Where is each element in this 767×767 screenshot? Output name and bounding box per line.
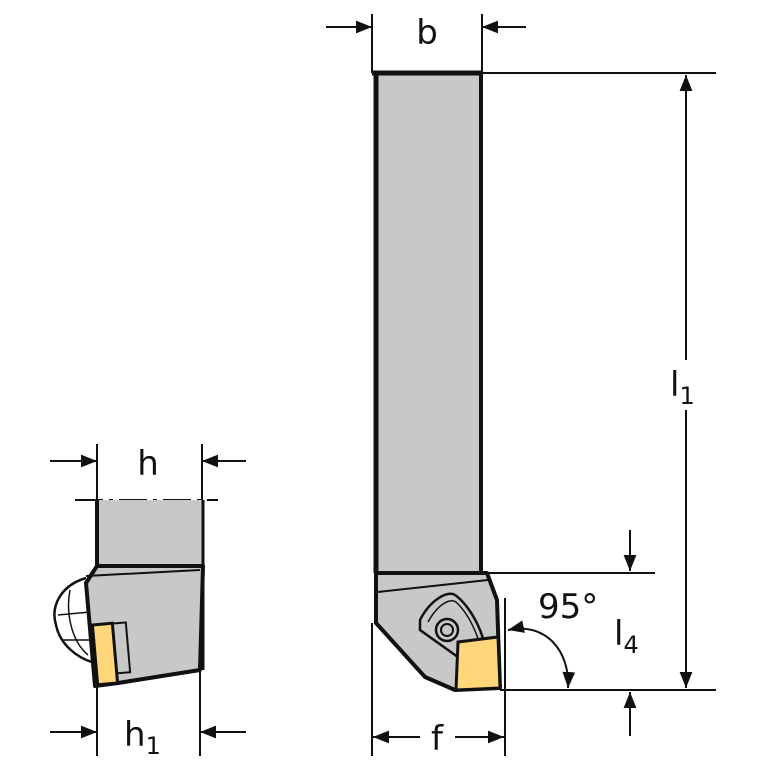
side-shank <box>97 500 203 566</box>
label-l4: l4 <box>614 614 639 659</box>
label-angle: 95° <box>538 587 598 627</box>
side-clamp <box>53 576 93 664</box>
side-insert <box>90 621 120 687</box>
angle-arc <box>507 620 576 689</box>
top-view: b l1 l4 f 95° <box>326 13 716 759</box>
label-h: h <box>137 444 159 484</box>
label-b: b <box>416 13 438 53</box>
shank <box>374 73 482 573</box>
label-l1: l1 <box>670 365 695 410</box>
insert <box>454 635 502 692</box>
label-f: f <box>431 719 444 759</box>
side-view: h h1 <box>50 444 246 760</box>
label-h1: h1 <box>124 715 161 760</box>
